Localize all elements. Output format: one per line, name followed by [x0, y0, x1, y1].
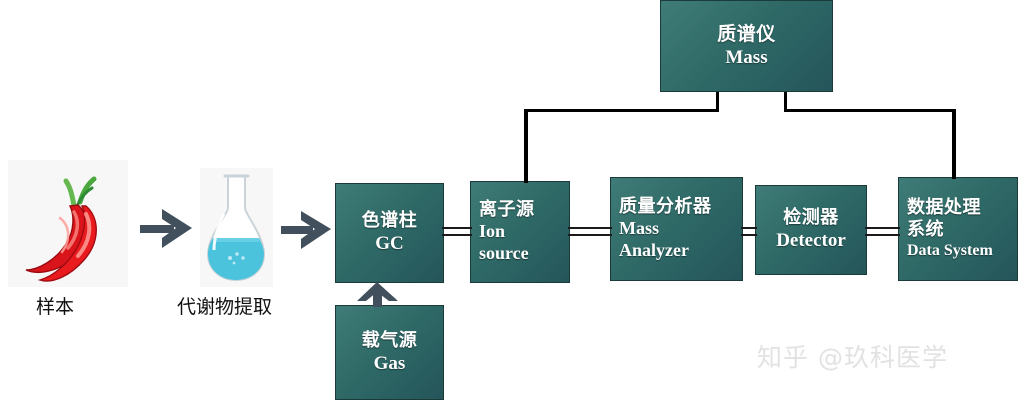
- box-mass-analyzer-label-en1: Mass: [619, 218, 659, 239]
- box-mass-spectrometer-label-en: Mass: [725, 47, 768, 68]
- caption-metabolite-extraction: 代谢物提取: [177, 296, 273, 318]
- box-gas-label-cn: 载气源: [361, 329, 418, 351]
- bracket-stub-left: [716, 92, 719, 111]
- box-mass-spectrometer-label-cn: 质谱仪: [717, 22, 776, 45]
- connector-mass-analyzer-to-detector: [741, 227, 757, 236]
- box-detector-label-en: Detector: [776, 230, 846, 252]
- connector-ion-source-to-mass-analyzer: [568, 227, 612, 236]
- box-gc-label-cn: 色谱柱: [361, 210, 418, 232]
- red-chili-peppers-image: [8, 160, 128, 287]
- bracket-bar-left: [524, 109, 719, 112]
- box-data-system-label-cn1: 数据处理: [907, 197, 981, 219]
- box-detector[interactable]: 检测器 Detector: [755, 185, 867, 275]
- box-mass-spectrometer[interactable]: 质谱仪 Mass: [660, 0, 833, 92]
- arrow-sample-to-flask: [140, 207, 198, 251]
- box-ion-source-label-en1: Ion: [479, 221, 506, 242]
- arrow-gas-to-gc: [355, 281, 401, 307]
- box-gc-label-en: GC: [375, 233, 404, 255]
- box-gas-label-en: Gas: [373, 352, 406, 374]
- arrow-flask-to-gc: [281, 209, 336, 251]
- box-data-system-label-cn2: 系统: [907, 219, 944, 241]
- box-ion-source[interactable]: 离子源 Ion source: [470, 181, 570, 283]
- watermark-text: 知乎 @玖科医学: [757, 343, 948, 372]
- connector-gc-to-ion-source: [442, 227, 472, 236]
- box-mass-analyzer-label-cn: 质量分析器: [619, 196, 712, 218]
- box-gc[interactable]: 色谱柱 GC: [335, 183, 444, 283]
- caption-sample: 样本: [36, 296, 75, 318]
- box-detector-label-cn: 检测器: [783, 207, 839, 229]
- box-data-system[interactable]: 数据处理 系统 Data System: [898, 177, 1018, 281]
- box-data-system-label-en: Data System: [907, 242, 993, 260]
- box-mass-analyzer-label-en2: Analyzer: [619, 239, 689, 260]
- box-ion-source-label-cn: 离子源: [479, 199, 535, 221]
- sample-image-card: [8, 160, 128, 287]
- bracket-bar-right: [784, 109, 956, 112]
- bracket-drop-to-ion-source: [524, 109, 528, 183]
- connector-detector-to-data-system: [865, 227, 900, 236]
- blue-liquid-flask-image: [200, 168, 273, 287]
- bracket-stub-right: [784, 92, 787, 111]
- box-gas[interactable]: 载气源 Gas: [335, 305, 444, 400]
- box-mass-analyzer[interactable]: 质量分析器 Mass Analyzer: [610, 177, 743, 281]
- box-ion-source-label-en2: source: [479, 242, 529, 263]
- extraction-flask-image-card: [200, 168, 273, 287]
- bracket-drop-to-data-system: [952, 109, 956, 179]
